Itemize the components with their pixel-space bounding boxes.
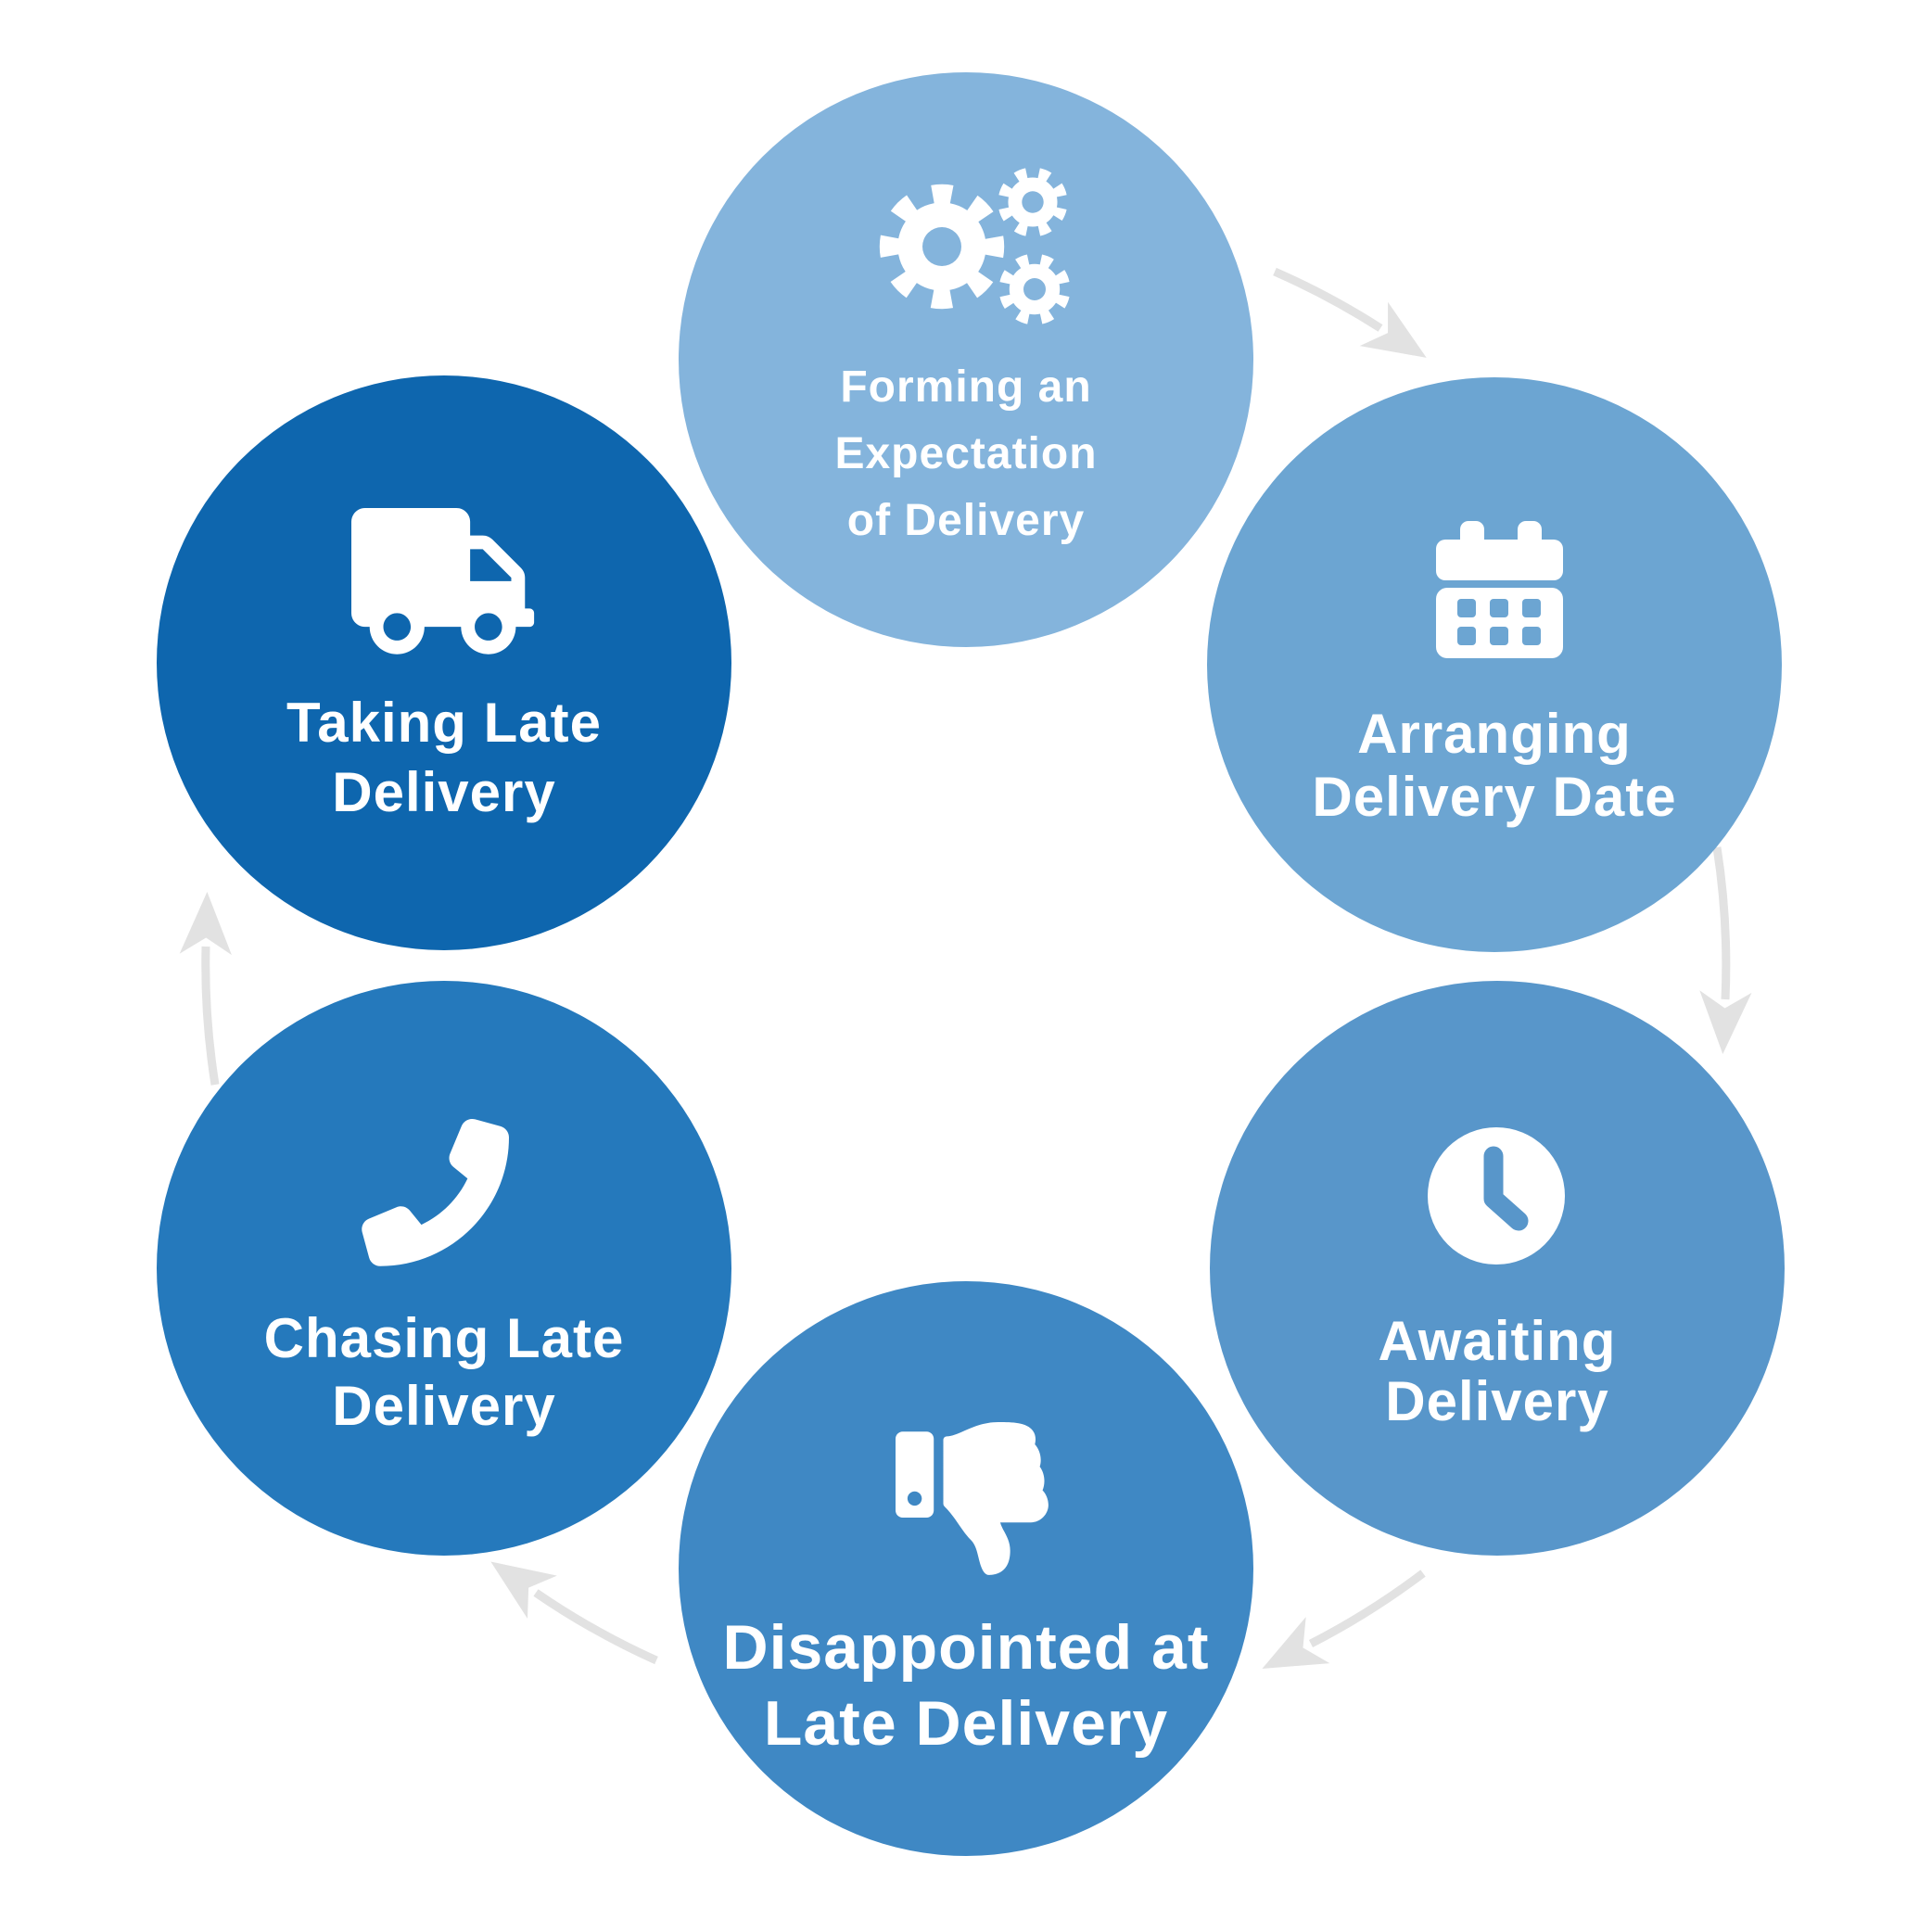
step-label: Taking Late xyxy=(286,692,602,754)
step-label: Delivery xyxy=(332,1375,556,1437)
step-circle xyxy=(1207,377,1782,952)
step-label: Delivery Date xyxy=(1312,766,1676,828)
step-label: Chasing Late xyxy=(264,1307,625,1369)
arrow-disappointed-to-chasing xyxy=(490,1561,658,1665)
step-label: Expectation xyxy=(834,429,1097,478)
arrow-awaiting-to-disappointed xyxy=(1262,1570,1426,1669)
arrow-forming-to-arranging xyxy=(1273,267,1427,358)
truck-icon xyxy=(351,508,535,655)
step-disappointed: Disappointed at Late Delivery xyxy=(679,1281,1253,1856)
calendar-icon xyxy=(1436,521,1563,658)
thumbs-down-icon xyxy=(896,1422,1049,1575)
clock-icon xyxy=(1428,1127,1565,1265)
step-forming: Forming an Expectation of Delivery xyxy=(679,72,1253,647)
arrow-chasing-to-taking xyxy=(179,891,232,1086)
cycle-arrows xyxy=(179,267,1752,1669)
step-awaiting: Awaiting Delivery xyxy=(1210,981,1785,1556)
step-label: Awaiting xyxy=(1379,1310,1617,1372)
phone-icon xyxy=(362,1118,509,1266)
step-label: Arranging xyxy=(1357,703,1632,765)
step-taking: Taking Late Delivery xyxy=(157,375,731,950)
step-circle xyxy=(1210,981,1785,1556)
arrow-arranging-to-awaiting xyxy=(1699,846,1752,1055)
gears-icon xyxy=(879,167,1071,325)
step-label: of Delivery xyxy=(847,496,1085,545)
step-label: Disappointed at xyxy=(722,1612,1209,1683)
step-label: Delivery xyxy=(1385,1370,1609,1432)
step-chasing: Chasing Late Delivery xyxy=(157,981,731,1556)
step-circle xyxy=(679,1281,1253,1856)
step-circle xyxy=(679,72,1253,647)
step-circle xyxy=(157,375,731,950)
step-label: Delivery xyxy=(332,761,556,823)
step-circle xyxy=(157,981,731,1556)
step-label: Forming an xyxy=(840,362,1091,412)
step-label: Late Delivery xyxy=(764,1688,1168,1759)
step-arranging: Arranging Delivery Date xyxy=(1207,377,1782,952)
